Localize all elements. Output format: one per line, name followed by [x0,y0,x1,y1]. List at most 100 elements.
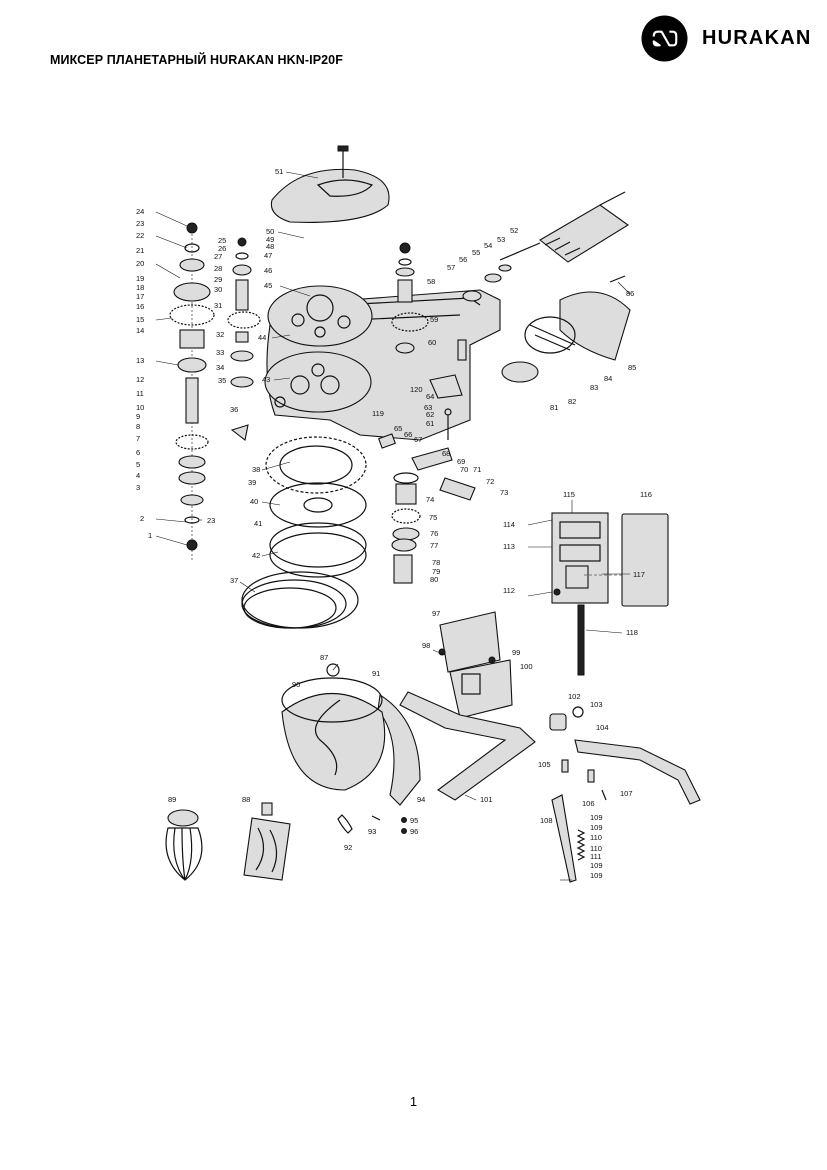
label-111: 111 [590,852,601,861]
label-4: 4 [136,471,140,480]
label-99: 99 [512,648,520,657]
label-5: 5 [136,460,140,469]
upper-plate [267,285,373,347]
label-41: 41 [254,519,262,528]
label-92: 92 [344,843,352,852]
label-91: 91 [372,669,380,678]
label-50: 50 [266,227,274,236]
label-97: 97 [432,609,440,618]
label-12: 12 [136,375,144,384]
label-69: 69 [457,457,465,466]
label-27: 27 [214,252,222,261]
label-14: 14 [136,326,144,335]
label-1: 1 [148,531,152,540]
label-118: 118 [626,628,638,637]
label-80: 80 [430,575,438,584]
planetary-shaft [391,472,421,584]
label-110: 110 [590,833,602,842]
label-65: 65 [394,424,402,433]
lift-handle [549,706,701,805]
label-104: 104 [596,723,609,732]
electrical-box [551,512,669,676]
label-6: 6 [136,448,140,457]
label-88: 88 [242,795,250,804]
label-47: 47 [264,251,272,260]
label-7: 7 [136,434,140,443]
label-23: 23 [207,516,215,525]
label-11: 11 [136,389,144,398]
dough-hook [243,802,291,881]
motor [462,191,629,302]
label-45: 45 [264,281,272,290]
label-103: 103 [590,700,603,709]
label-49: 49 [266,235,274,244]
label-71: 71 [473,465,481,474]
label-108: 108 [540,816,553,825]
label-51: 51 [275,167,283,176]
label-19: 19 [136,274,144,283]
label-76: 76 [430,529,438,538]
label-63: 63 [424,403,432,412]
label-81: 81 [550,403,558,412]
label-117: 117 [633,570,645,579]
label-114: 114 [503,520,515,529]
label-3: 3 [136,483,140,492]
label-38: 38 [252,465,260,474]
lower-plate [264,351,372,413]
brand-name: HURAKAN [702,26,812,49]
label-34: 34 [216,363,224,372]
label-109b: 109 [590,823,603,832]
label-75: 75 [429,513,437,522]
label-109d: 109 [590,871,603,880]
brand-header: HURAKAN [641,14,812,62]
label-48: 48 [266,242,274,251]
label-85: 85 [628,363,636,372]
label-93: 93 [368,827,376,836]
label-73: 73 [500,488,508,497]
label-107: 107 [620,789,633,798]
motor-end-cover [501,275,631,383]
label-102: 102 [568,692,581,701]
label-100: 100 [520,662,533,671]
label-87: 87 [320,653,328,662]
lift-pins-springs [551,759,607,883]
label-90: 90 [292,680,300,689]
label-58: 58 [427,277,435,286]
label-56: 56 [459,255,467,264]
label-37: 37 [230,576,238,585]
label-77: 77 [430,541,438,550]
label-9: 9 [136,412,140,421]
label-68: 68 [442,449,450,458]
label-36: 36 [230,405,238,414]
right-shaft-stack [391,242,429,354]
gear-shift-parts [378,339,476,501]
label-106: 106 [582,799,595,808]
label-66: 66 [404,430,412,439]
label-23b: 23 [136,219,144,228]
label-84: 84 [604,374,612,383]
label-44: 44 [258,333,266,342]
label-53: 53 [497,235,505,244]
label-57: 57 [447,263,455,272]
label-42: 42 [252,551,260,560]
label-64: 64 [426,392,434,401]
ring-plate [269,482,367,528]
label-109: 109 [590,813,603,822]
label-26: 26 [218,244,226,253]
label-2: 2 [140,514,144,523]
label-20: 20 [136,259,144,268]
label-25: 25 [218,236,226,245]
label-54: 54 [484,241,492,250]
bowl-arm [377,691,536,806]
internal-ring-gear [265,436,367,494]
label-79: 79 [432,567,440,576]
label-43: 43 [262,375,270,384]
label-70: 70 [460,465,468,474]
label-116: 116 [640,490,652,499]
label-16: 16 [136,302,144,311]
label-110b: 110 [590,844,602,853]
label-59: 59 [430,315,438,324]
small-hardware [337,814,407,834]
guard-ring [241,571,359,629]
